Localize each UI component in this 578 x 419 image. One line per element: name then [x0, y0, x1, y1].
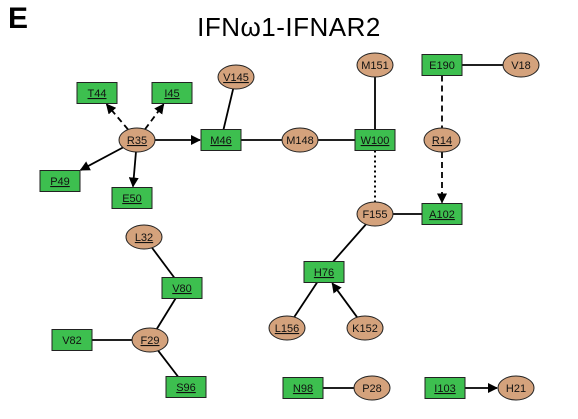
residue-ellipse: [502, 52, 540, 78]
residue-box: [151, 82, 193, 104]
edge-f155-h76: [332, 223, 367, 263]
residue-label: V145: [223, 72, 249, 84]
node-f155: F155: [356, 201, 394, 227]
residue-ellipse: [497, 375, 535, 401]
residue-ellipse: [268, 315, 306, 341]
residue-box: [421, 203, 463, 225]
node-i103: I103: [424, 377, 466, 399]
residue-ellipse: [125, 224, 163, 250]
residue-box: [76, 82, 118, 104]
node-v80: V80: [161, 277, 203, 299]
residue-label: I103: [434, 383, 455, 395]
edge-r35-i45: [144, 103, 165, 130]
residue-label: M151: [361, 60, 389, 72]
node-n98: N98: [282, 377, 324, 399]
residue-box: [421, 54, 463, 76]
residue-ellipse: [118, 127, 156, 153]
residue-label: V18: [511, 60, 531, 72]
residue-label: R35: [127, 135, 147, 147]
residue-label: H76: [314, 267, 334, 279]
node-l32: L32: [125, 224, 163, 250]
edge-r35-e50: [128, 151, 139, 188]
node-w100: W100: [354, 129, 396, 151]
node-l156: L156: [268, 315, 306, 341]
residue-label: F29: [141, 335, 160, 347]
edge-k152-h76: [331, 282, 358, 318]
residue-label: I45: [164, 88, 179, 100]
residue-label: M148: [286, 135, 314, 147]
residue-label: E50: [122, 193, 142, 205]
node-i45: I45: [151, 82, 193, 104]
residue-label: V82: [62, 335, 82, 347]
residue-ellipse: [281, 127, 319, 153]
panel-letter: E: [8, 2, 29, 35]
node-t44: T44: [76, 82, 118, 104]
residue-label: W100: [361, 135, 390, 147]
residue-label: T44: [88, 88, 107, 100]
edge-v145-m46: [222, 88, 235, 130]
residue-ellipse: [423, 127, 461, 153]
residue-ellipse: [346, 315, 384, 341]
node-v82: V82: [51, 329, 93, 351]
node-p28: P28: [353, 375, 391, 401]
node-v145: V145: [217, 64, 255, 90]
residue-box: [111, 187, 153, 209]
node-e190: E190: [421, 54, 463, 76]
residue-box: [161, 277, 203, 299]
residue-box: [165, 376, 207, 398]
node-r35: R35: [118, 127, 156, 153]
edge-h76-l156: [293, 282, 318, 318]
residue-label: V80: [172, 283, 192, 295]
edge-f29-s96: [157, 350, 179, 378]
node-v18: V18: [502, 52, 540, 78]
residue-label: S96: [176, 382, 196, 394]
residue-label: L32: [135, 232, 153, 244]
node-a102: A102: [421, 203, 463, 225]
residue-ellipse: [131, 327, 169, 353]
residue-box: [200, 129, 242, 151]
residue-label: A102: [429, 209, 455, 221]
residue-label: H21: [506, 383, 526, 395]
node-m151: M151: [356, 52, 394, 78]
node-r14: R14: [423, 127, 461, 153]
edge-r35-p49: [79, 146, 124, 171]
node-m46: M46: [200, 129, 242, 151]
node-p49: P49: [39, 170, 81, 192]
edge-l32-v80: [151, 247, 175, 279]
residue-box: [303, 261, 345, 283]
residue-ellipse: [217, 64, 255, 90]
node-e50: E50: [111, 187, 153, 209]
node-m148: M148: [281, 127, 319, 153]
residue-ellipse: [353, 375, 391, 401]
diagram-title: IFNω1-IFNAR2: [197, 12, 381, 42]
residue-label: N98: [293, 383, 313, 395]
residue-box: [282, 377, 324, 399]
residue-box: [51, 329, 93, 351]
node-k152: K152: [346, 315, 384, 341]
node-h76: H76: [303, 261, 345, 283]
residue-label: P49: [50, 176, 70, 188]
edge-v80-f29: [156, 298, 177, 330]
edges-layer: [79, 64, 503, 393]
residue-ellipse: [356, 201, 394, 227]
residue-label: P28: [362, 383, 382, 395]
node-f29: F29: [131, 327, 169, 353]
residue-label: R14: [432, 135, 452, 147]
residue-box: [39, 170, 81, 192]
residue-label: E190: [429, 60, 455, 72]
residue-label: F155: [362, 209, 387, 221]
residue-label: K152: [352, 323, 378, 335]
residue-label: L156: [275, 323, 299, 335]
node-h21: H21: [497, 375, 535, 401]
residue-label: M46: [210, 135, 231, 147]
residue-box: [424, 377, 466, 399]
residue-box: [354, 129, 396, 151]
node-s96: S96: [165, 376, 207, 398]
residue-ellipse: [356, 52, 394, 78]
edge-r35-t44: [105, 103, 129, 131]
